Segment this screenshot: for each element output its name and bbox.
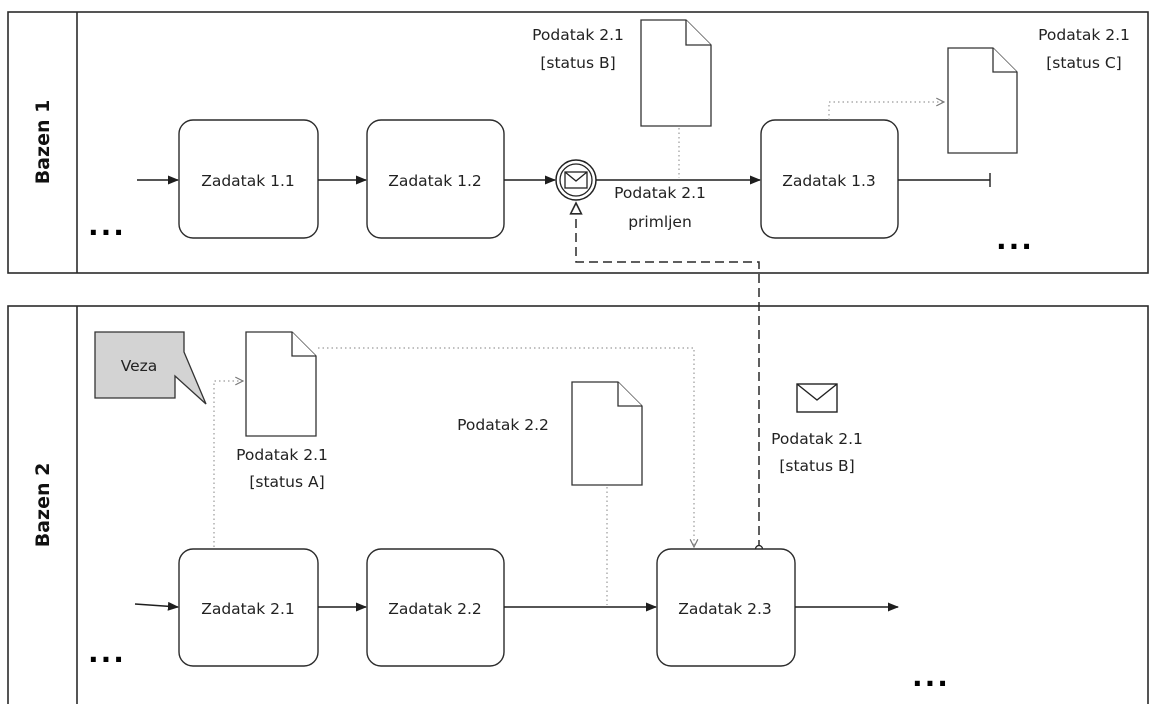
ellipsis: ... [996,223,1034,256]
data-object-status: [status C] [1046,54,1121,72]
ellipsis: ... [88,209,126,242]
task-zadatak-2-3[interactable]: Zadatak 2.3 [656,548,796,667]
data-object-status-c[interactable] [947,47,1018,154]
data-object-name: Podatak 2.1 [1038,26,1130,44]
task-zadatak-1-1[interactable]: Zadatak 1.1 [178,119,319,239]
data-object-status: [status A] [249,473,324,491]
event-label-line1: Podatak 2.1 [614,184,706,202]
data-object-name: Podatak 2.1 [236,446,328,464]
task-label: Zadatak 1.3 [782,172,876,190]
data-object-status: [status B] [540,54,615,72]
ellipsis: ... [912,660,950,693]
data-object-name: Podatak 2.2 [457,416,549,434]
message-label-line1: Podatak 2.1 [771,430,863,448]
sequence-flow [134,601,180,611]
task-zadatak-2-1[interactable]: Zadatak 2.1 [178,548,319,667]
message-label-line2: [status B] [779,457,854,475]
task-label: Zadatak 2.2 [388,600,482,618]
task-zadatak-2-2[interactable]: Zadatak 2.2 [366,548,505,667]
association [318,347,694,547]
data-object-status-b[interactable] [640,19,712,127]
ellipsis: ... [88,636,126,669]
message-catch-event[interactable] [555,159,597,201]
association [213,381,243,547]
task-label: Zadatak 2.1 [201,600,295,618]
association [828,102,944,120]
annotation-callout[interactable]: Veza [94,331,207,405]
task-label: Zadatak 1.1 [201,172,295,190]
task-zadatak-1-3[interactable]: Zadatak 1.3 [760,119,899,239]
data-object-status-a[interactable] [245,331,317,437]
annotation-text: Veza [121,357,158,375]
event-label-line2: primljen [628,213,692,231]
pool-label: Bazen 1 [32,100,54,185]
message-envelope-icon [796,383,838,413]
message-flow [576,203,760,549]
data-object-name: Podatak 2.1 [532,26,624,44]
pool-label: Bazen 2 [32,463,54,548]
task-label: Zadatak 2.3 [678,600,772,618]
task-zadatak-1-2[interactable]: Zadatak 1.2 [366,119,505,239]
task-label: Zadatak 1.2 [388,172,482,190]
data-object-podatak-2-2[interactable] [571,381,643,486]
envelope-icon [564,171,588,189]
